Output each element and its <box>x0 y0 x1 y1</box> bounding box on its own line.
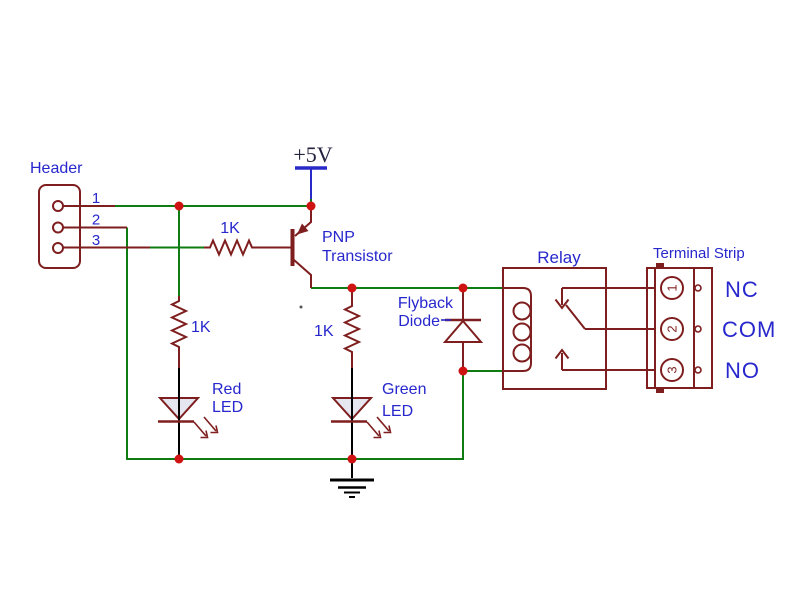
nc-label: NC <box>725 277 759 302</box>
terminal-pin-3 <box>694 366 702 374</box>
supply-5v-symbol <box>295 166 327 199</box>
supply-label: +5V <box>293 142 332 167</box>
red-led-type-label: LED <box>212 399 243 416</box>
terminal-number-1: 1 <box>665 284 680 291</box>
junction-dot <box>174 454 184 464</box>
pin3-label: 3 <box>92 232 100 249</box>
terminal-strip: 1 2 3 <box>646 263 713 393</box>
transistor-type-label: Transistor <box>322 248 393 265</box>
header-pin1-circle <box>52 200 64 212</box>
relay-coil-loop-2 <box>512 322 532 342</box>
no-label: NO <box>725 358 760 383</box>
flyback-triangle <box>442 319 484 343</box>
red-led-ray-1 <box>193 421 207 437</box>
red-led-ray-2 <box>203 416 217 432</box>
red-led <box>158 416 219 439</box>
junction-dot <box>306 201 316 211</box>
resistor-base-1k <box>204 237 291 258</box>
transistor-collector <box>293 259 312 288</box>
transistor-name-label: PNP <box>322 229 355 246</box>
red-led-ray-1-head <box>200 430 209 439</box>
green-led-ray-2 <box>376 416 390 432</box>
terminal-screw-1 <box>660 276 684 300</box>
green-led <box>331 416 392 439</box>
junction-dot <box>347 283 357 293</box>
resistor-green-1k <box>342 290 362 368</box>
red-led-name-label: Red <box>212 381 241 398</box>
black-wires <box>178 368 353 478</box>
net-wires <box>115 198 503 460</box>
flyback-type-label: Diode <box>398 313 440 330</box>
relay <box>502 267 655 390</box>
relay-coil-loop-1 <box>512 301 532 321</box>
print-dot-artifact <box>299 305 303 309</box>
header-connector <box>38 184 150 269</box>
terminal-pin-1 <box>694 284 702 292</box>
junction-dot <box>458 283 468 293</box>
relay-no-arrow <box>554 348 570 360</box>
junction-dots <box>174 201 468 464</box>
green-led-ray-1-head <box>373 430 382 439</box>
junction-dot <box>174 201 184 211</box>
ground-symbol <box>330 478 374 498</box>
green-led-ray-1 <box>366 421 380 437</box>
terminal-screw-3 <box>660 358 684 382</box>
terminal-pin-2 <box>694 325 702 333</box>
terminal-body <box>646 267 713 389</box>
transistor-emitter-arrow <box>297 223 309 235</box>
header-pin2-circle <box>52 221 64 234</box>
resistor-green-label: 1K <box>314 323 334 340</box>
terminal-number-3: 3 <box>665 366 680 373</box>
header-label: Header <box>30 160 83 177</box>
resistor-red-1k <box>169 296 189 368</box>
green-led-type-label: LED <box>382 403 413 420</box>
junction-dot <box>347 454 357 464</box>
flyback-diode <box>441 288 484 371</box>
junction-dot <box>458 366 468 376</box>
terminal-tab-top <box>656 263 664 268</box>
green-led-name-label: Green <box>382 381 426 398</box>
green-led-ray-2-head <box>383 425 392 434</box>
relay-nc-arrow <box>554 298 570 310</box>
terminal-tab-bottom <box>656 388 664 393</box>
pin1-label: 1 <box>92 190 100 207</box>
terminal-strip-label: Terminal Strip <box>653 245 745 262</box>
com-label: COM <box>722 317 776 342</box>
relay-blade <box>565 304 586 330</box>
relay-coil-spine <box>503 287 532 372</box>
flyback-name-label: Flyback <box>398 295 454 312</box>
red-led-ray-2-head <box>210 425 219 434</box>
terminal-number-2: 2 <box>665 325 680 332</box>
relay-label: Relay <box>537 248 581 267</box>
pin2-label: 2 <box>92 212 100 229</box>
resistor-red-label: 1K <box>191 319 211 336</box>
resistor-base-label: 1K <box>220 220 240 237</box>
terminal-screw-2 <box>660 317 684 341</box>
wire-ground-rail <box>126 227 464 460</box>
relay-coil-loop-3 <box>512 343 532 363</box>
pnp-transistor <box>290 206 312 288</box>
header-pin3-circle <box>52 242 64 254</box>
